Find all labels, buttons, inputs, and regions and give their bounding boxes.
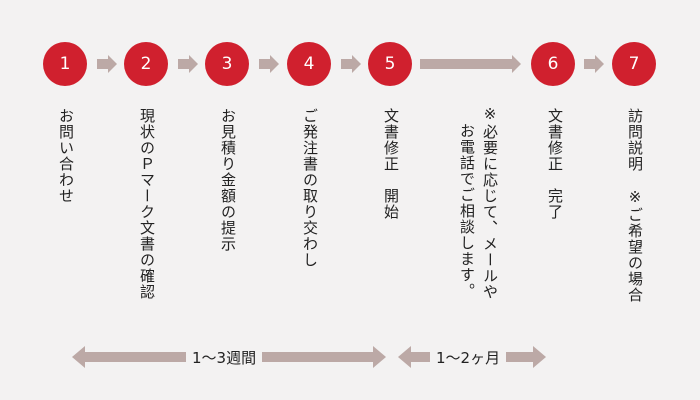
note-line-1: ※必要に応じて、メールや (481, 105, 499, 300)
step-label-2: 現状のＰマーク文書の確認 (138, 108, 156, 300)
connector-arrow-5-6 (420, 55, 522, 73)
note-line-2: お電話でご相談します。 (458, 123, 476, 299)
step-circle-5: 5 (368, 42, 412, 86)
duration-label-2: 1〜2ヶ月 (430, 347, 507, 368)
step-circle-1: 1 (43, 42, 87, 86)
connector-arrow-1-2 (97, 55, 117, 73)
step-label-6: 文書修正 完了 (546, 108, 564, 220)
connector-arrow-6-7 (584, 55, 604, 73)
step-label-5: 文書修正 開始 (382, 108, 400, 220)
step-circle-3: 3 (205, 42, 249, 86)
connector-arrow-2-3 (178, 55, 198, 73)
step-label-4: ご発注書の取り交わし (301, 108, 319, 268)
step-circle-6: 6 (531, 42, 575, 86)
duration-label-1: 1〜3週間 (186, 347, 263, 368)
step-label-7: 訪問説明 ※ご希望の場合 (626, 108, 644, 303)
connector-arrow-4-5 (341, 55, 361, 73)
step-label-3: お見積り金額の提示 (219, 108, 237, 252)
step-label-1: お問い合わせ (57, 108, 75, 204)
connector-arrow-3-4 (259, 55, 279, 73)
step-circle-7: 7 (612, 42, 656, 86)
step-circle-4: 4 (287, 42, 331, 86)
step-circle-2: 2 (124, 42, 168, 86)
